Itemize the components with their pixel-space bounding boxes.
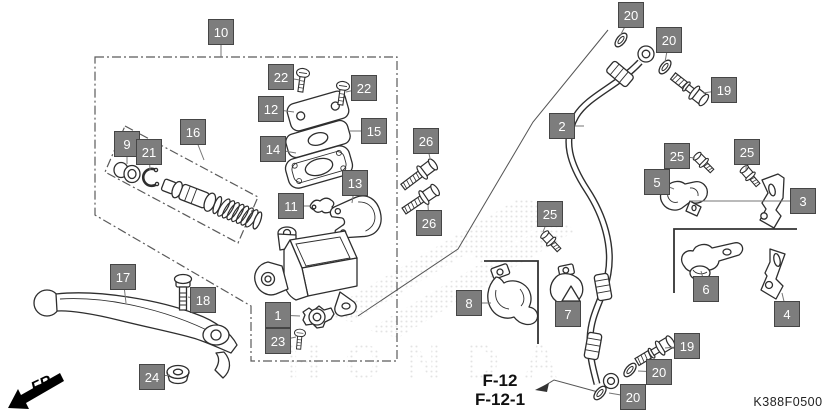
part-callout-25[interactable]: 25 [664, 143, 690, 169]
part-callout-13[interactable]: 13 [342, 170, 368, 196]
part-callout-2[interactable]: 2 [549, 113, 575, 139]
brake-lever [33, 289, 238, 379]
cap-screw [293, 67, 311, 94]
part-callout-14[interactable]: 14 [260, 136, 286, 162]
assembly-outline-box [94, 56, 398, 362]
sealing-washer [590, 383, 610, 403]
part-callout-24[interactable]: 24 [139, 364, 165, 390]
part-callout-3[interactable]: 3 [790, 188, 816, 214]
snap-ring [141, 167, 160, 188]
piston-kit [113, 161, 263, 230]
hose-stay-bracket-4 [760, 248, 786, 300]
part-callout-11[interactable]: 11 [278, 193, 304, 219]
part-callout-20[interactable]: 20 [620, 384, 646, 410]
svg-text:FR.: FR. [29, 371, 59, 397]
clamp-bolt [737, 163, 764, 190]
piston-boot [113, 161, 141, 184]
drawing-code: K388F0500 [753, 395, 823, 409]
part-callout-10[interactable]: 10 [208, 19, 234, 45]
oil-bolt [667, 69, 712, 109]
page-ref-arrow [535, 379, 599, 393]
svg-text:HONDA: HONDA [286, 336, 582, 389]
part-callout-22[interactable]: 22 [351, 75, 377, 101]
part-callout-20[interactable]: 20 [646, 359, 672, 385]
part-callout-1[interactable]: 1 [265, 302, 291, 328]
part-callout-26[interactable]: 26 [416, 210, 442, 236]
part-callout-8[interactable]: 8 [456, 290, 482, 316]
piston-kit-box [104, 125, 259, 244]
part-callout-15[interactable]: 15 [361, 118, 387, 144]
hose-connection-line [357, 29, 609, 317]
hose-clamp-6 [680, 242, 744, 281]
brake-hose [565, 45, 655, 390]
front-direction-arrow: FR. [8, 371, 64, 409]
clamp-bolt [690, 149, 717, 176]
part-callout-19[interactable]: 19 [674, 333, 700, 359]
pushrod-joint [302, 305, 335, 329]
part-callout-16[interactable]: 16 [180, 119, 206, 145]
reservoir-cap [286, 90, 350, 132]
part-callout-19[interactable]: 19 [711, 77, 737, 103]
page-ref-line2: F-12-1 [474, 389, 526, 409]
lever-pivot-bolt [173, 273, 193, 311]
part-callout-9[interactable]: 9 [114, 131, 140, 157]
part-callout-7[interactable]: 7 [555, 301, 581, 327]
honda-watermark: HONDA [286, 198, 582, 389]
page-reference-link[interactable]: F-12 F-12-1 [455, 371, 545, 409]
part-callout-20[interactable]: 20 [618, 2, 644, 28]
master-cylinder-body [254, 226, 358, 317]
hose-clamp-8 [487, 263, 539, 326]
part-callout-25[interactable]: 25 [537, 201, 563, 227]
part-callout-25[interactable]: 25 [734, 139, 760, 165]
part-callout-5[interactable]: 5 [644, 169, 670, 195]
part-callout-26[interactable]: 26 [413, 128, 439, 154]
group-bracket-right [673, 228, 797, 293]
diaphragm-plate [285, 119, 351, 159]
part-callout-4[interactable]: 4 [774, 301, 800, 327]
sealing-washer [620, 360, 640, 380]
hose-clamp-7 [549, 263, 584, 305]
part-callout-6[interactable]: 6 [693, 276, 719, 302]
lever-pivot-nut [166, 364, 190, 385]
part-callout-18[interactable]: 18 [190, 287, 216, 313]
part-callout-20[interactable]: 20 [656, 27, 682, 53]
part-callout-22[interactable]: 22 [268, 64, 294, 90]
part-callout-21[interactable]: 21 [136, 139, 162, 165]
spring-clip [309, 197, 335, 214]
page-ref-line1: F-12 [482, 371, 518, 390]
master-piston [160, 178, 263, 230]
part-callout-23[interactable]: 23 [265, 328, 291, 354]
part-callout-12[interactable]: 12 [258, 96, 284, 122]
part-callout-17[interactable]: 17 [110, 264, 136, 290]
